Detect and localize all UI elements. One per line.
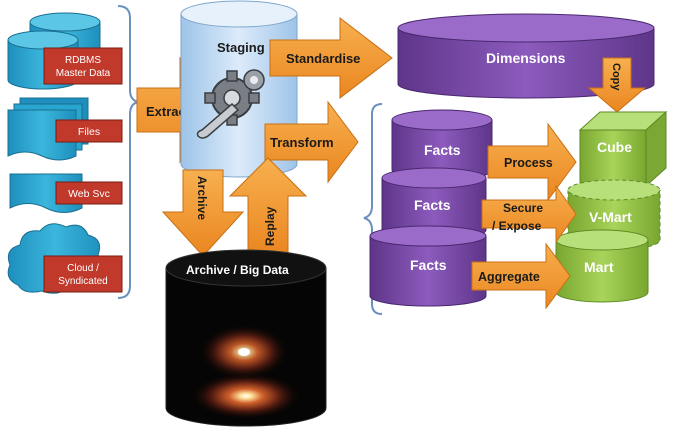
rdbms-tag: [43, 47, 123, 85]
copy-label: Copy: [610, 63, 622, 91]
source-files: Files: [7, 97, 123, 161]
cube-target: Cube: [578, 110, 668, 188]
transform-label: Transform: [270, 135, 334, 150]
files-tag: [55, 119, 123, 143]
source-cloud: Cloud /Syndicated: [7, 223, 123, 294]
mart-label: Mart: [584, 259, 614, 275]
facts-label-2: Facts: [414, 197, 451, 213]
standardise-label: Standardise: [286, 51, 360, 66]
websvc-tag: [55, 181, 123, 205]
secure-label: Secure/ Expose: [492, 201, 543, 233]
archive-label: Archive / Big Data: [186, 263, 289, 277]
archive-db: Archive / Big Data: [165, 249, 327, 427]
gears-wrench-icon: [196, 69, 265, 139]
replay-label: Replay: [263, 206, 277, 246]
facts-db-2: Facts: [381, 167, 487, 241]
facts-label-1: Facts: [424, 142, 461, 158]
dimensions-db: Dimensions: [397, 13, 655, 99]
cube-label: Cube: [597, 139, 632, 155]
replay-arrow[interactable]: Replay: [228, 157, 308, 257]
facts-db-3: Facts: [369, 225, 487, 307]
dimensions-label: Dimensions: [486, 50, 566, 66]
standardise-arrow[interactable]: Standardise: [269, 16, 393, 100]
archive-arrow[interactable]: Archive: [161, 169, 245, 257]
aggregate-label: Aggregate: [478, 270, 540, 284]
files-label: Files: [78, 126, 100, 138]
mart-target: Mart: [555, 229, 649, 303]
source-websvc: Web Svc: [9, 173, 123, 213]
archive-arrow-label: Archive: [195, 176, 209, 220]
vmart-label: V-Mart: [589, 209, 632, 225]
websvc-label: Web Svc: [68, 188, 110, 200]
galaxy-image: [190, 372, 302, 420]
cloud-tag: [43, 255, 123, 293]
cloud-label: Cloud /Syndicated: [58, 263, 107, 287]
secure-expose-arrow[interactable]: Secure/ Expose: [481, 184, 577, 244]
staging-label: Staging: [217, 40, 265, 55]
copy-arrow[interactable]: Copy: [587, 57, 647, 113]
transform-arrow[interactable]: Transform: [264, 100, 359, 184]
process-arrow[interactable]: Process: [487, 122, 577, 202]
facts-bracket: [363, 103, 383, 315]
process-label: Process: [504, 156, 553, 170]
facts-db-1: Facts: [391, 109, 493, 181]
aggregate-arrow[interactable]: Aggregate: [471, 242, 571, 310]
extract-label: Extract: [146, 104, 191, 119]
facts-label-3: Facts: [410, 257, 447, 273]
